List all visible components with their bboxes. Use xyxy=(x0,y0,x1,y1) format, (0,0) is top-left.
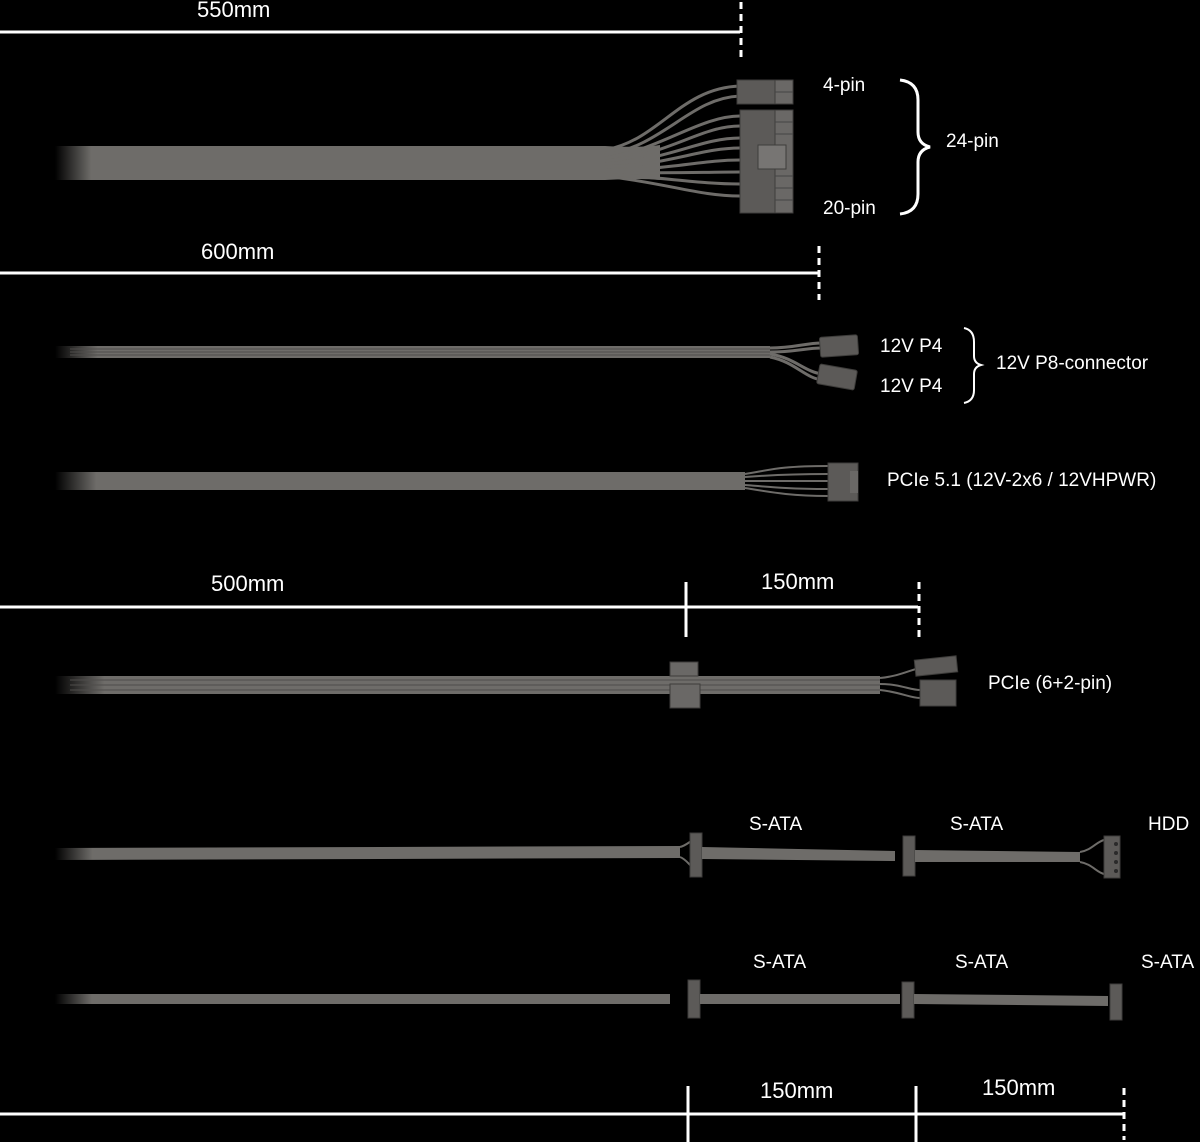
label-sata-hdd-1: S-ATA xyxy=(749,814,802,835)
sata-hdd-cable: S-ATA S-ATA HDD xyxy=(55,814,1189,879)
label-sata-1: S-ATA xyxy=(753,952,806,973)
dimension-600: 600mm xyxy=(0,239,821,300)
label-sata-2: S-ATA xyxy=(955,952,1008,973)
label-sata-hdd-2: S-ATA xyxy=(950,814,1003,835)
dimension-label-600: 600mm xyxy=(201,239,274,264)
atx-24pin-cable: 4-pin 20-pin 24-pin xyxy=(55,75,999,219)
dimension-550: 550mm xyxy=(0,0,743,62)
label-hdd: HDD xyxy=(1148,814,1189,835)
label-24pin: 24-pin xyxy=(946,131,999,152)
label-sata-end: S-ATA xyxy=(1141,952,1194,973)
label-4pin: 4-pin xyxy=(823,75,865,96)
dimension-label-550: 550mm xyxy=(197,0,270,22)
dimension-label-150-sata-a: 150mm xyxy=(760,1078,833,1103)
brace-24pin xyxy=(899,78,931,216)
label-p4-bottom: 12V P4 xyxy=(880,376,943,397)
cpu-p8-cable: 12V P4 12V P4 12V P8-connector xyxy=(55,327,1149,404)
label-20pin: 20-pin xyxy=(823,198,876,219)
brace-p8 xyxy=(963,327,985,404)
sata-cable: S-ATA S-ATA S-ATA xyxy=(55,952,1194,1021)
dimension-label-500: 500mm xyxy=(211,571,284,596)
pcie-6plus2-cable: PCIe (6+2-pin) xyxy=(55,655,1112,709)
label-pcie: PCIe (6+2-pin) xyxy=(988,673,1112,694)
dimension-label-150-sata-b: 150mm xyxy=(982,1075,1055,1100)
dimension-150-150: 150mm 150mm xyxy=(0,1075,1126,1142)
label-pcie5: PCIe 5.1 (12V-2x6 / 12VHPWR) xyxy=(887,470,1156,491)
label-p4-top: 12V P4 xyxy=(880,336,943,357)
label-p8: 12V P8-connector xyxy=(996,353,1149,374)
pcie5-cable: PCIe 5.1 (12V-2x6 / 12VHPWR) xyxy=(55,462,1156,502)
dimension-500-150: 500mm 150mm xyxy=(0,569,921,637)
dimension-label-150-pcie: 150mm xyxy=(761,569,834,594)
